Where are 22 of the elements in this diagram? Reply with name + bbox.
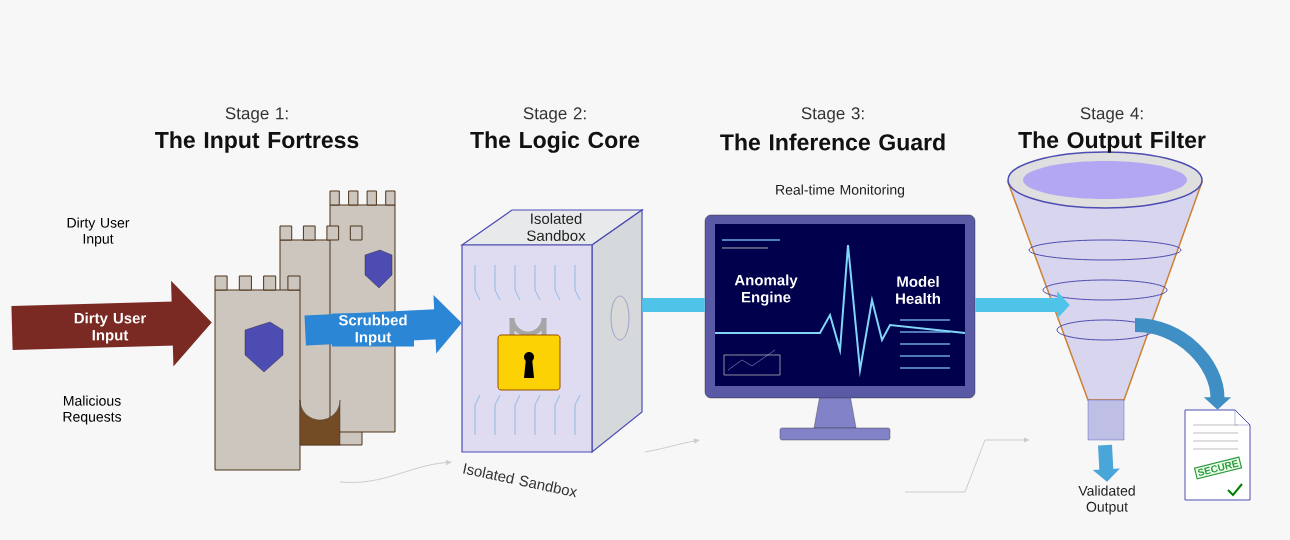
screen-label: Anomaly Engine — [734, 274, 798, 306]
caption: Isolated Sandbox — [463, 463, 578, 498]
stage-label: Stage 1: — [225, 107, 288, 123]
edge-label: Dirty User Input — [69, 311, 151, 345]
stage-title: The Input Fortress — [155, 131, 359, 153]
screen-label: Model Health — [896, 276, 940, 304]
stage-label: Stage 2: — [523, 107, 586, 123]
screen-label: Real-time Monitoring — [776, 184, 905, 198]
stage-title: The Inference Guard — [720, 133, 945, 151]
monitor-drawing — [704, 214, 976, 441]
stage-title: The Logic Core — [470, 131, 640, 153]
edge-label: Scrubbed Input — [332, 313, 414, 347]
document-drawing — [1184, 409, 1251, 501]
stage-label: Stage 3: — [801, 107, 864, 123]
arrow — [1134, 318, 1232, 410]
output-label: Validated Output — [1078, 485, 1135, 515]
stage-label: Stage 4: — [1080, 107, 1143, 123]
stage-title: The Output Filter — [1018, 131, 1206, 153]
note: Dirty User Input — [67, 217, 130, 247]
note: Malicious Requests — [63, 395, 122, 425]
stamp: SECURE — [1193, 456, 1243, 480]
face-label: Isolated Sandbox — [527, 213, 586, 241]
